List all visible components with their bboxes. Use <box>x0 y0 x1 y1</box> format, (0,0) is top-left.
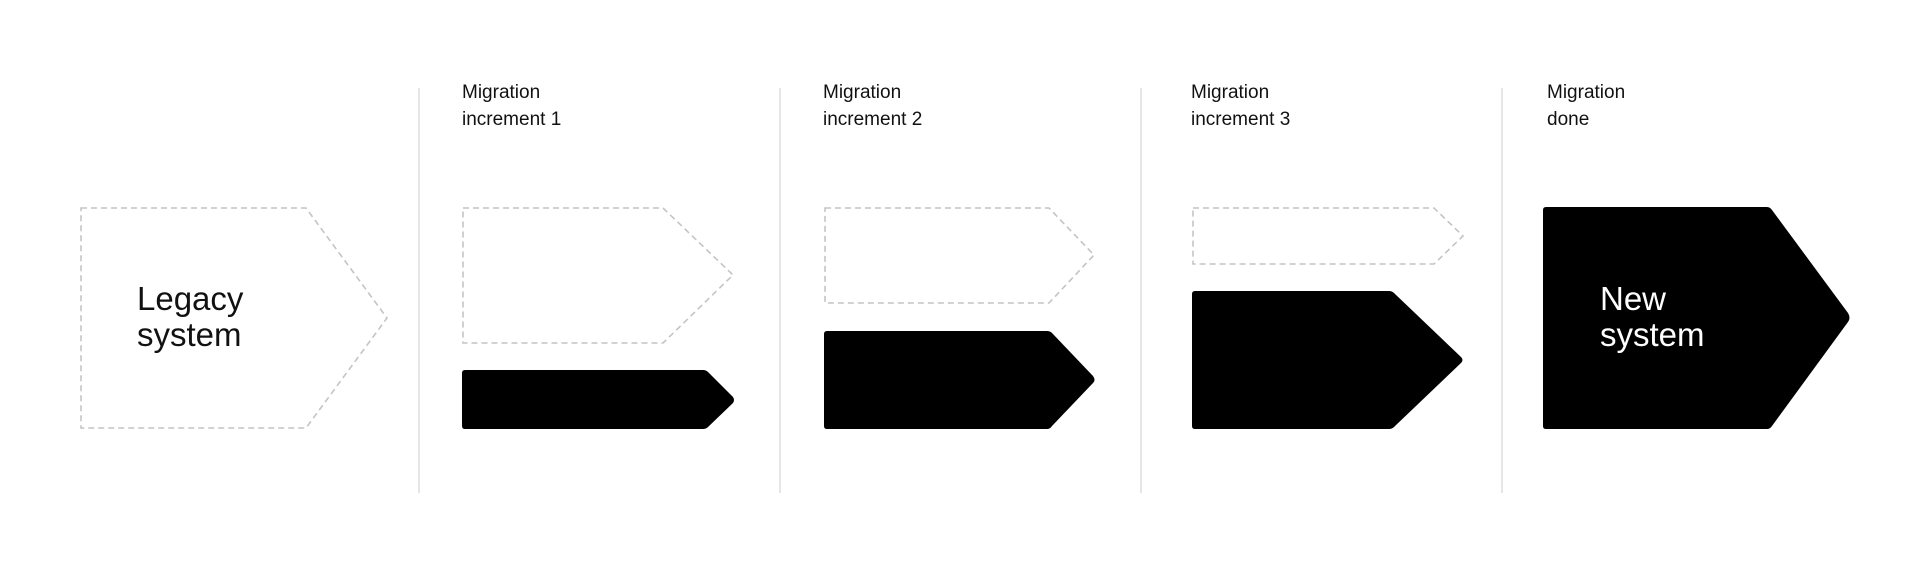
new-system-label: New system <box>1600 281 1705 353</box>
legacy-remaining-shape-2 <box>824 207 1096 304</box>
legacy-system-label-line2: system <box>137 316 242 353</box>
stage-label-increment-3: Migration increment 3 <box>1191 79 1290 133</box>
stage-label-line2: done <box>1547 109 1590 130</box>
legacy-remaining-shape-3 <box>1192 207 1465 265</box>
new-system-shape <box>1543 207 1850 429</box>
stage-label-line1: Migration <box>823 82 902 103</box>
legacy-system-label-line1: Legacy <box>137 280 244 317</box>
stage-label-line1: Migration <box>1191 82 1270 103</box>
stage-label-line2: increment 3 <box>1191 109 1291 130</box>
new-built-shape-2 <box>824 331 1095 429</box>
legacy-remaining-shape-1 <box>462 207 735 344</box>
stage-label-line2: increment 1 <box>462 109 562 130</box>
legacy-system-label: Legacy system <box>137 281 243 353</box>
stage-label-line1: Migration <box>462 82 541 103</box>
new-built-shape-1 <box>462 370 734 429</box>
stage-label-done: Migration done <box>1547 79 1625 133</box>
stage-label-line2: increment 2 <box>823 109 923 130</box>
stage-label-line1: Migration <box>1547 82 1626 103</box>
new-system-label-line2: system <box>1600 316 1705 353</box>
stage-label-increment-1: Migration increment 1 <box>462 79 561 133</box>
new-built-shape-3 <box>1192 291 1463 429</box>
stage-label-increment-2: Migration increment 2 <box>823 79 922 133</box>
new-system-label-line1: New <box>1600 280 1667 317</box>
